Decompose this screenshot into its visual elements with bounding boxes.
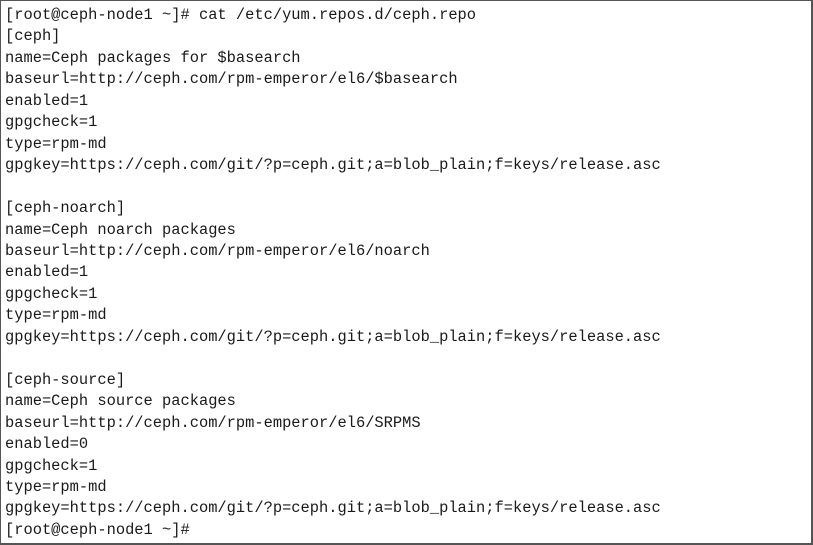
output-line: type=rpm-md: [5, 306, 107, 325]
output-line: gpgkey=https://ceph.com/git/?p=ceph.git;…: [5, 327, 661, 346]
command-line: [root@ceph-node1 ~]# cat /etc/yum.repos.…: [5, 6, 477, 24]
output-line: type=rpm-md: [5, 134, 107, 153]
output-line: gpgcheck=1: [5, 284, 98, 303]
shell-prompt[interactable]: [root@ceph-node1 ~]#: [5, 520, 190, 539]
output-line: gpgkey=https://ceph.com/git/?p=ceph.git;…: [5, 156, 661, 175]
output-line: enabled=1: [5, 263, 89, 282]
output-line: gpgcheck=1: [5, 456, 98, 475]
output-line: [ceph-source]: [5, 370, 126, 389]
output-line: gpgkey=https://ceph.com/git/?p=ceph.git;…: [5, 499, 661, 518]
output-line: [ceph]: [5, 27, 61, 46]
output-line: enabled=0: [5, 435, 89, 454]
output-line: [ceph-noarch]: [5, 199, 126, 218]
output-line: [5, 177, 661, 198]
output-line: enabled=1: [5, 91, 89, 110]
output-line: baseurl=http://ceph.com/rpm-emperor/el6/…: [5, 70, 458, 89]
terminal-output: [root@ceph-node1 ~]# cat /etc/yum.repos.…: [5, 5, 661, 541]
output-line: baseurl=http://ceph.com/rpm-emperor/el6/…: [5, 241, 430, 260]
output-line: [5, 348, 661, 369]
output-line: baseurl=http://ceph.com/rpm-emperor/el6/…: [5, 413, 421, 432]
output-line: name=Ceph source packages: [5, 392, 236, 411]
output-line: name=Ceph noarch packages: [5, 220, 236, 239]
output-line: gpgcheck=1: [5, 113, 98, 132]
output-line: type=rpm-md: [5, 477, 107, 496]
output-line: name=Ceph packages for $basearch: [5, 48, 301, 67]
